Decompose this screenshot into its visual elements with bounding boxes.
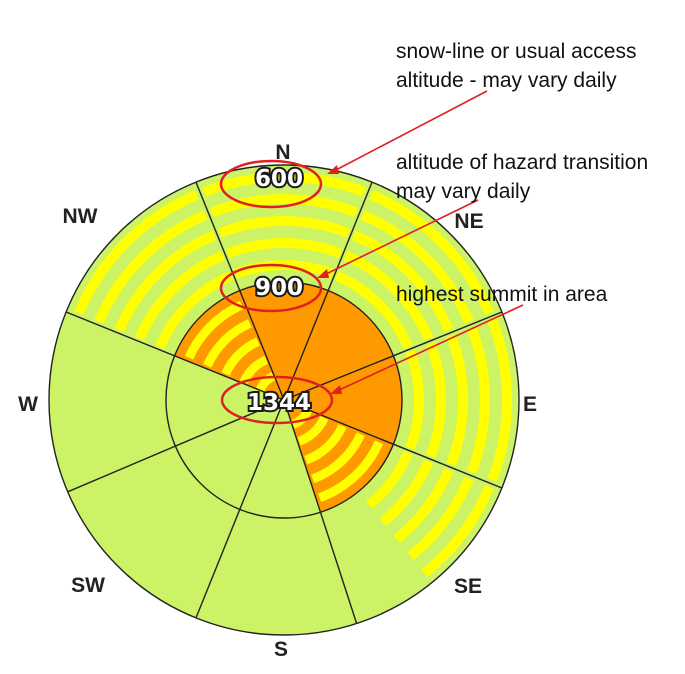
outer-stripe-n-4 — [225, 238, 343, 259]
callout-arrow-access — [333, 90, 488, 172]
annotation-access-altitude: snow-line or usual access altitude - may… — [396, 37, 636, 95]
annotation-access-line-2: altitude - may vary daily — [396, 69, 617, 92]
annotation-transition-line-1: altitude of hazard transition — [396, 151, 649, 174]
callout-ellipse-outer — [219, 159, 323, 209]
callout-arrow-summit — [336, 304, 524, 392]
inner-sector-e — [284, 355, 403, 445]
inner-stripe-nw-2 — [203, 319, 252, 368]
outer-stripe-se-5 — [365, 450, 413, 509]
compass-s-label: S — [274, 638, 288, 661]
outer-stripe-ne-1 — [369, 190, 494, 315]
annotation-summit-line: highest summit in area — [396, 283, 608, 306]
sector-divider-6 — [195, 399, 285, 619]
outer-stripe-n-3 — [218, 216, 350, 238]
compass-sw-label: SW — [71, 574, 105, 597]
outer-stripe-nw-1 — [74, 190, 199, 315]
compass-se-label: SE — [454, 575, 482, 598]
outer-stripe-e-3 — [446, 334, 468, 466]
outer-stripe-ne-2 — [360, 210, 474, 324]
compass-nw-label: NW — [63, 205, 98, 228]
inner-elevation-band — [165, 281, 403, 518]
outer-stripe-e-2 — [466, 326, 490, 474]
inner-ring — [165, 281, 403, 519]
inner-sector-s — [239, 400, 321, 518]
sector-divider-5 — [283, 399, 358, 624]
inner-stripe-se-4 — [297, 415, 329, 446]
outer-stripe-e-4 — [425, 341, 446, 459]
outer-stripe-ne-4 — [343, 250, 434, 341]
callout-arrowhead-access — [327, 165, 339, 174]
inner-stripe-se-3 — [304, 424, 347, 465]
inner-stripe-nw-3 — [221, 337, 260, 376]
rose-outline — [48, 164, 520, 636]
annotation-highest-summit: highest summit in area — [396, 280, 607, 309]
inner-stripe-se-1 — [317, 440, 384, 502]
outer-stripe-nw-3 — [114, 230, 217, 333]
outer-stripe-se-2 — [407, 476, 474, 561]
annotation-hazard-transition: altitude of hazard transition may vary d… — [396, 148, 648, 206]
inner-sector-sw — [175, 400, 284, 510]
outer-stripe-se-4 — [379, 459, 434, 526]
inner-sector-w — [165, 355, 284, 447]
compass-e-label: E — [523, 393, 537, 416]
inner-stripe-nw-1 — [184, 300, 244, 360]
sector-divider-8 — [65, 311, 285, 401]
outer-band-caution-stripes — [74, 171, 513, 578]
callout-ellipse-center — [220, 375, 334, 425]
outer-stripe-nw-4 — [134, 250, 225, 341]
outer-stripe-e-5 — [405, 349, 424, 451]
inner-sector-nw — [174, 290, 284, 400]
callout-arrows — [317, 90, 524, 394]
sector-divider-7 — [67, 399, 285, 493]
inner-band-caution-stripes — [184, 300, 384, 502]
outer-stripe-nw-2 — [94, 210, 208, 324]
annotation-access-line-1: snow-line or usual access — [396, 40, 637, 63]
outer-stripe-nw-5 — [155, 271, 234, 350]
outer-stripe-n-2 — [210, 194, 358, 218]
sector-divider-2 — [283, 181, 373, 401]
outer-stripe-ne-5 — [334, 271, 413, 350]
compass-ne-label: NE — [454, 210, 483, 233]
outer-stripe-se-3 — [393, 467, 454, 543]
callout-arrow-transition — [323, 199, 479, 276]
annotation-transition-line-2: may vary daily — [396, 180, 531, 203]
inner-stripe-se-5 — [291, 408, 312, 429]
callout-ellipse-middle — [219, 263, 323, 313]
outer-stripe-n-1 — [202, 171, 366, 197]
altitude-middle-label: 900 — [255, 275, 303, 301]
altitude-outer-label: 600 — [255, 166, 303, 192]
inner-stripe-se-2 — [311, 432, 365, 484]
inner-sector-ne — [284, 290, 394, 400]
sector-divider-1 — [195, 181, 285, 401]
compass-n-label: N — [275, 141, 290, 164]
callout-arrowhead-transition — [317, 269, 329, 278]
outer-ring — [48, 164, 520, 636]
altitude-center-label: 1344 — [247, 390, 311, 416]
outer-stripe-ne-3 — [351, 230, 454, 333]
callout-arrowhead-summit — [330, 385, 342, 394]
outer-stripe-se-1 — [421, 485, 494, 578]
outer-stripe-e-1 — [487, 318, 513, 482]
compass-w-label: W — [18, 393, 38, 416]
